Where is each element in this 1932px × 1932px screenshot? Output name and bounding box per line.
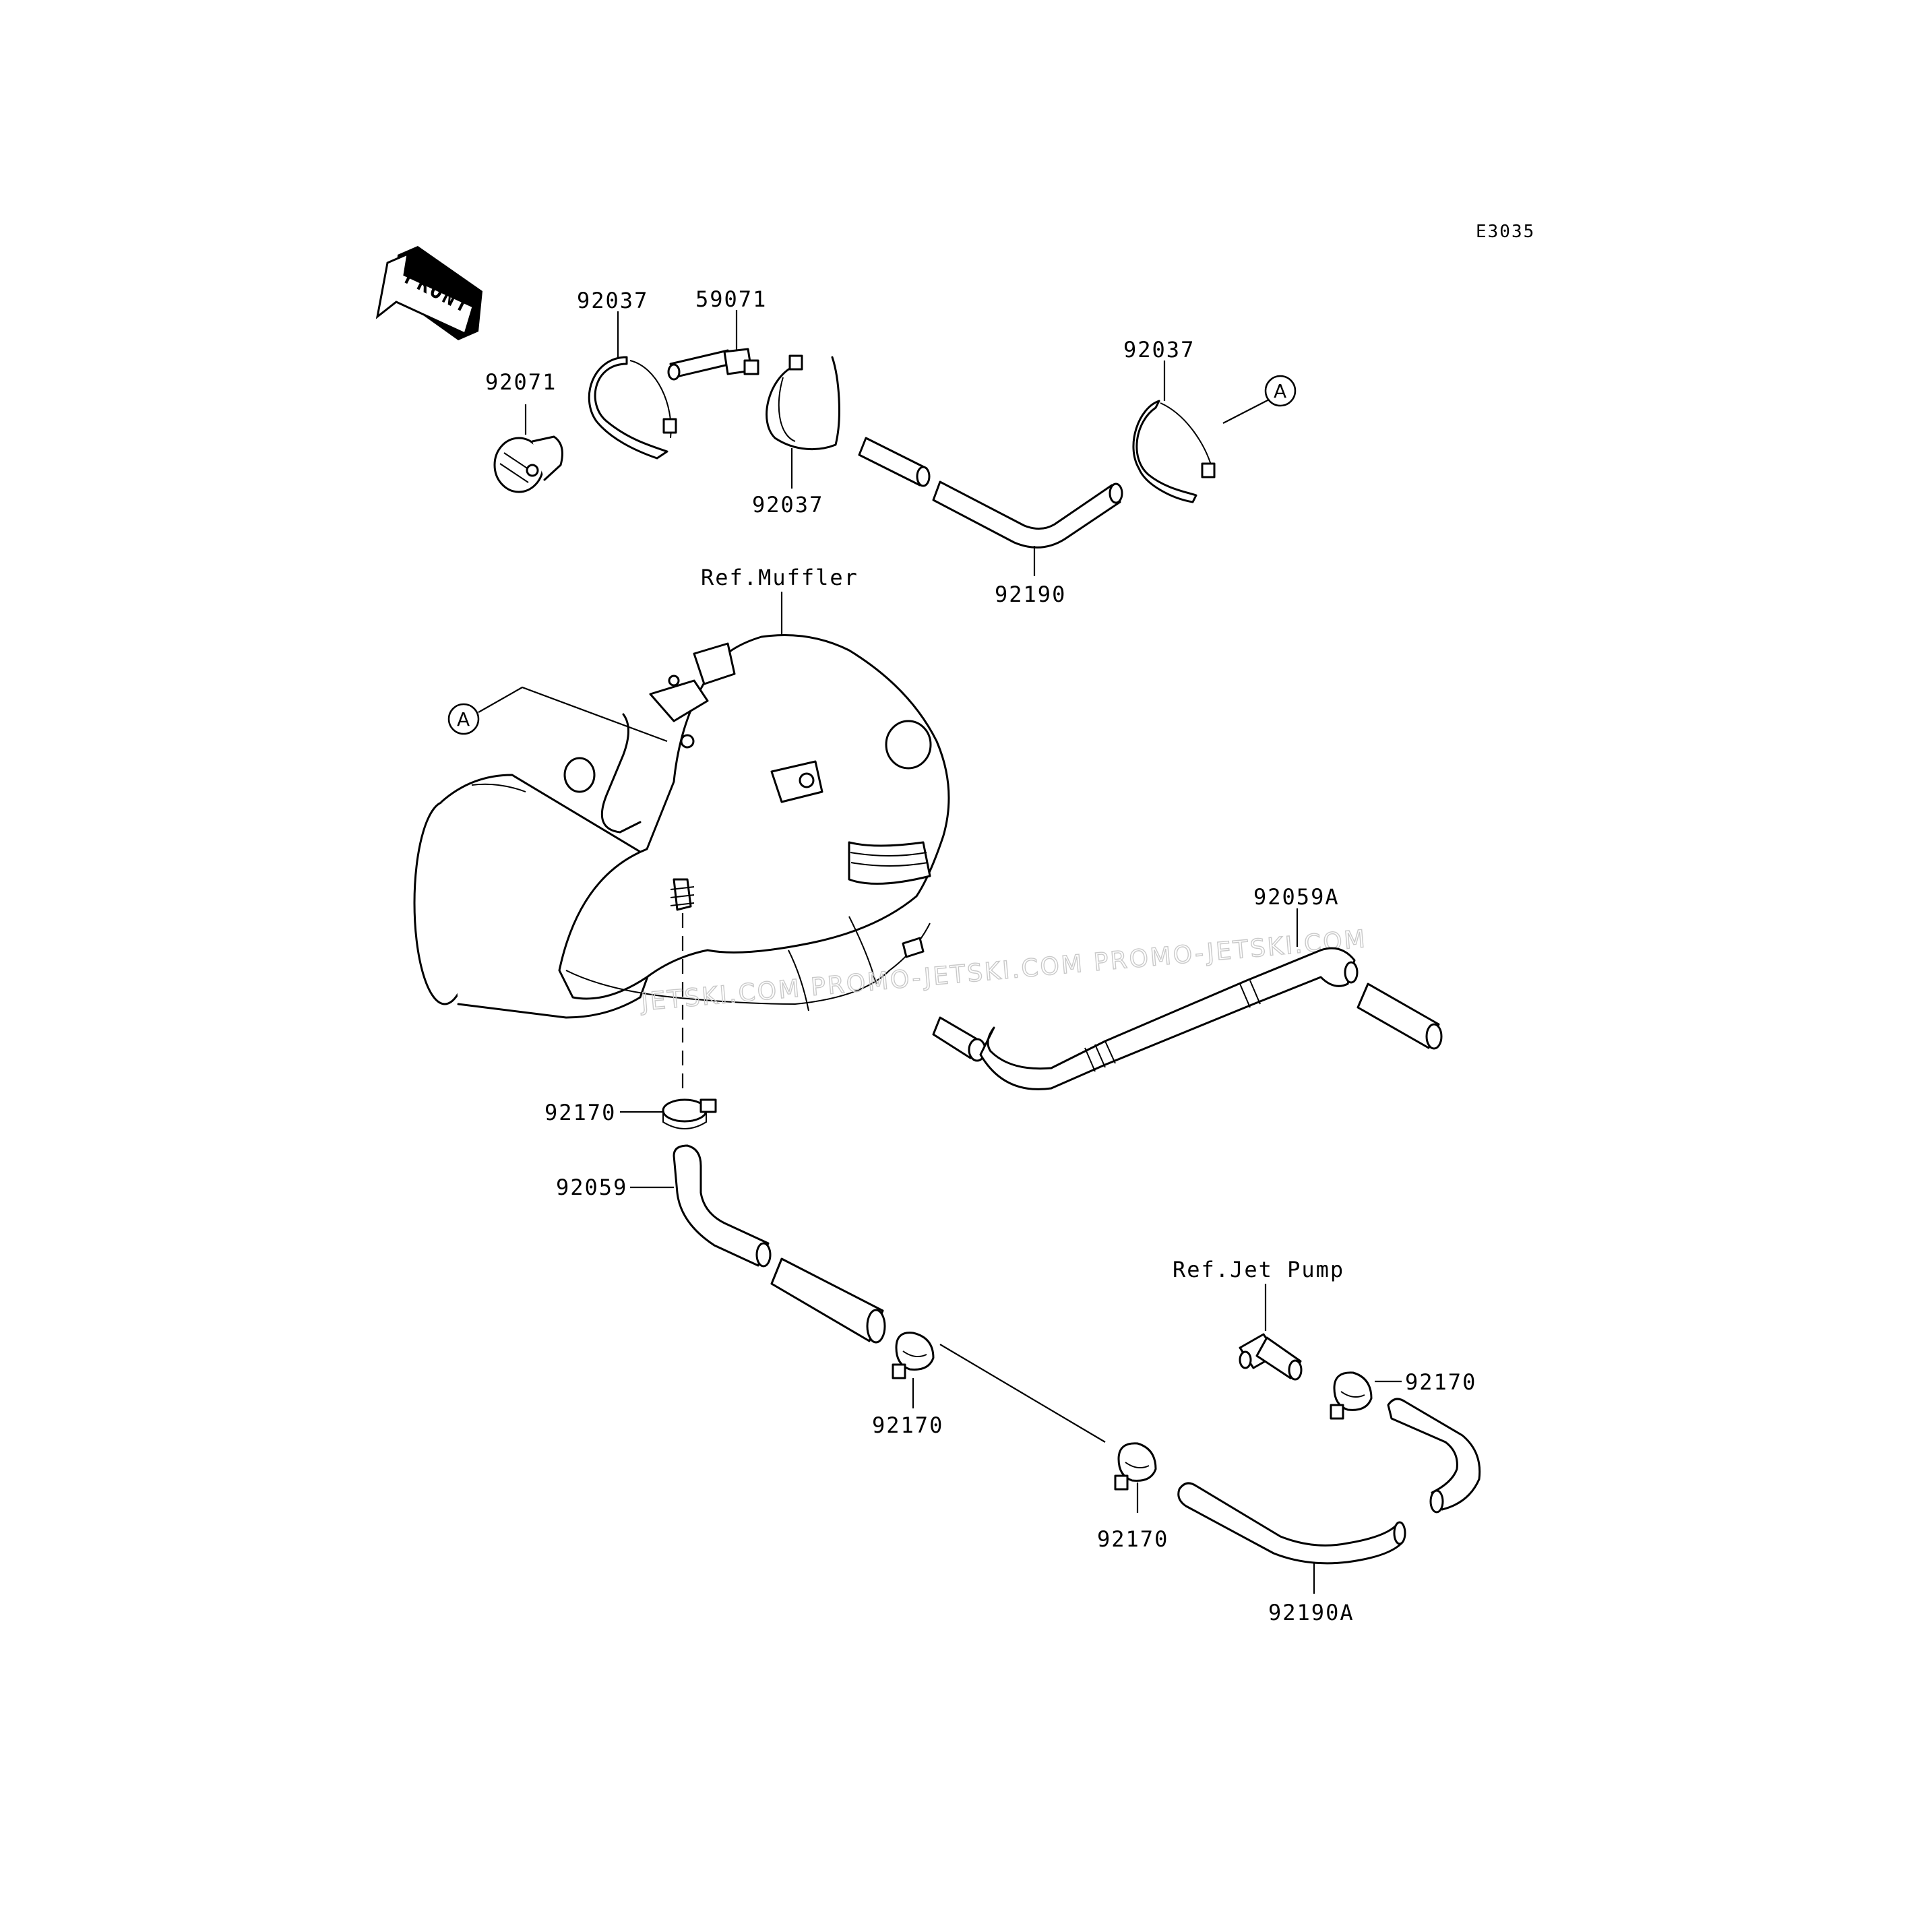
hose-92190A[interactable]	[1177, 1398, 1481, 1565]
band-92037-bottom[interactable]	[766, 354, 840, 451]
front-arrow-icon: FRONT	[375, 246, 482, 340]
jet-pump-fitting	[1239, 1333, 1303, 1381]
diagram-code: E3035	[1476, 222, 1535, 242]
clamp-92170-mid[interactable]	[892, 1332, 935, 1379]
label-ref-muffler: Ref.Muffler	[701, 565, 859, 590]
clamp-92170-low[interactable]	[1114, 1442, 1157, 1491]
label-92037-top: 92037	[577, 288, 648, 313]
hose-92059[interactable]	[673, 1144, 886, 1344]
muffler-assembly	[413, 634, 950, 1019]
clamp-92170-pump[interactable]	[1330, 1371, 1373, 1420]
clamp-92170-muffler[interactable]	[662, 1098, 717, 1129]
label-92190: 92190	[995, 582, 1066, 607]
label-92190A: 92190A	[1268, 1600, 1354, 1625]
svg-text:A: A	[457, 708, 470, 730]
label-92170-low: 92170	[1097, 1526, 1168, 1552]
label-92170-mid: 92170	[872, 1412, 943, 1438]
callout-a-muffler: A	[447, 703, 480, 735]
drain-plug-92071[interactable]	[493, 404, 563, 493]
label-ref-jet-pump: Ref.Jet Pump	[1173, 1257, 1344, 1282]
label-92059A: 92059A	[1253, 884, 1340, 910]
hose-92190[interactable]	[858, 437, 1123, 549]
svg-text:A: A	[1274, 380, 1286, 402]
fitting-59071[interactable]	[667, 348, 759, 381]
callout-a-top: A	[1264, 375, 1297, 407]
band-92037-top[interactable]	[588, 356, 677, 460]
band-92037-right[interactable]	[1132, 400, 1216, 503]
label-92037-bottom: 92037	[752, 492, 823, 518]
label-92170-muffler: 92170	[544, 1100, 616, 1125]
label-92059: 92059	[556, 1175, 627, 1200]
label-92071: 92071	[485, 369, 557, 395]
label-92037-right: 92037	[1123, 337, 1195, 363]
hose-92059A[interactable]	[932, 947, 1443, 1090]
label-59071: 59071	[695, 286, 767, 312]
label-92170-pump: 92170	[1405, 1369, 1476, 1395]
